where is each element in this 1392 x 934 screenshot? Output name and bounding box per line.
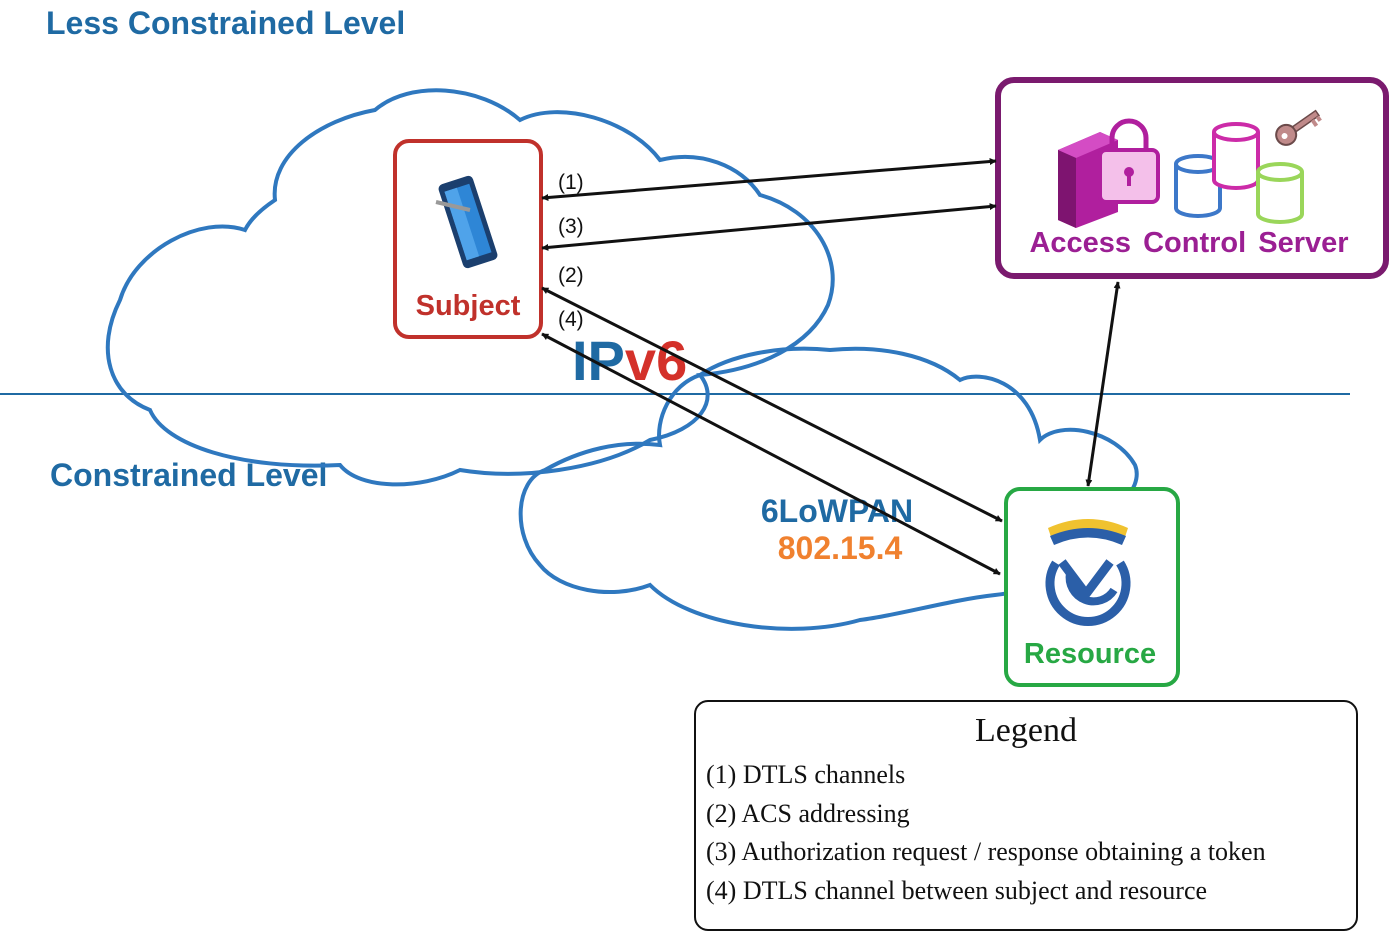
arrow-label-3: (3) xyxy=(558,215,584,238)
legend-title: Legend xyxy=(975,712,1077,749)
stylus-icon xyxy=(435,200,471,212)
legend-item: (4) DTLS channel between subject and res… xyxy=(706,875,1208,905)
sensor-logo-icon xyxy=(1045,519,1131,626)
resource-node[interactable]: Resource xyxy=(1004,487,1180,687)
database-icon xyxy=(1212,122,1260,190)
subject-label: Subject xyxy=(416,290,521,322)
database-icon xyxy=(1256,162,1304,224)
arrow-label-2: (2) xyxy=(558,264,584,287)
access-control-server-node[interactable]: Access Control Server xyxy=(995,77,1389,279)
arrow-3-authorization xyxy=(541,203,997,251)
arrow-acs-resource xyxy=(1085,281,1121,487)
legend-item: (2) ACS addressing xyxy=(706,798,910,828)
legend-item: (1) DTLS channels xyxy=(706,760,906,789)
server-lock-icon xyxy=(1058,118,1160,228)
arrow-label-1: (1) xyxy=(558,171,584,194)
6lowpan-label: 6LoWPAN xyxy=(761,493,913,529)
less-constrained-level-title: Less Constrained Level xyxy=(46,5,405,41)
subject-node[interactable]: Subject xyxy=(393,139,543,339)
constrained-level-title: Constrained Level xyxy=(50,457,327,493)
access-control-server-label: Access Control Server xyxy=(1029,227,1348,259)
arrow-label-4: (4) xyxy=(558,308,584,331)
database-icon xyxy=(1174,154,1222,218)
legend-box: Legend (1) DTLS channels (2) ACS address… xyxy=(694,700,1358,931)
arrow-2-acs-addressing xyxy=(541,286,1003,523)
802154-label: 802.15.4 xyxy=(778,530,903,566)
ipv6-label: IPv6 xyxy=(572,329,687,392)
key-icon xyxy=(1275,109,1322,146)
arrow-1-dtls-channel xyxy=(541,158,997,201)
legend-item: (3) Authorization request / response obt… xyxy=(706,837,1266,866)
resource-label: Resource xyxy=(1024,638,1156,670)
arrow-4-dtls-subject-resource xyxy=(541,332,1001,576)
